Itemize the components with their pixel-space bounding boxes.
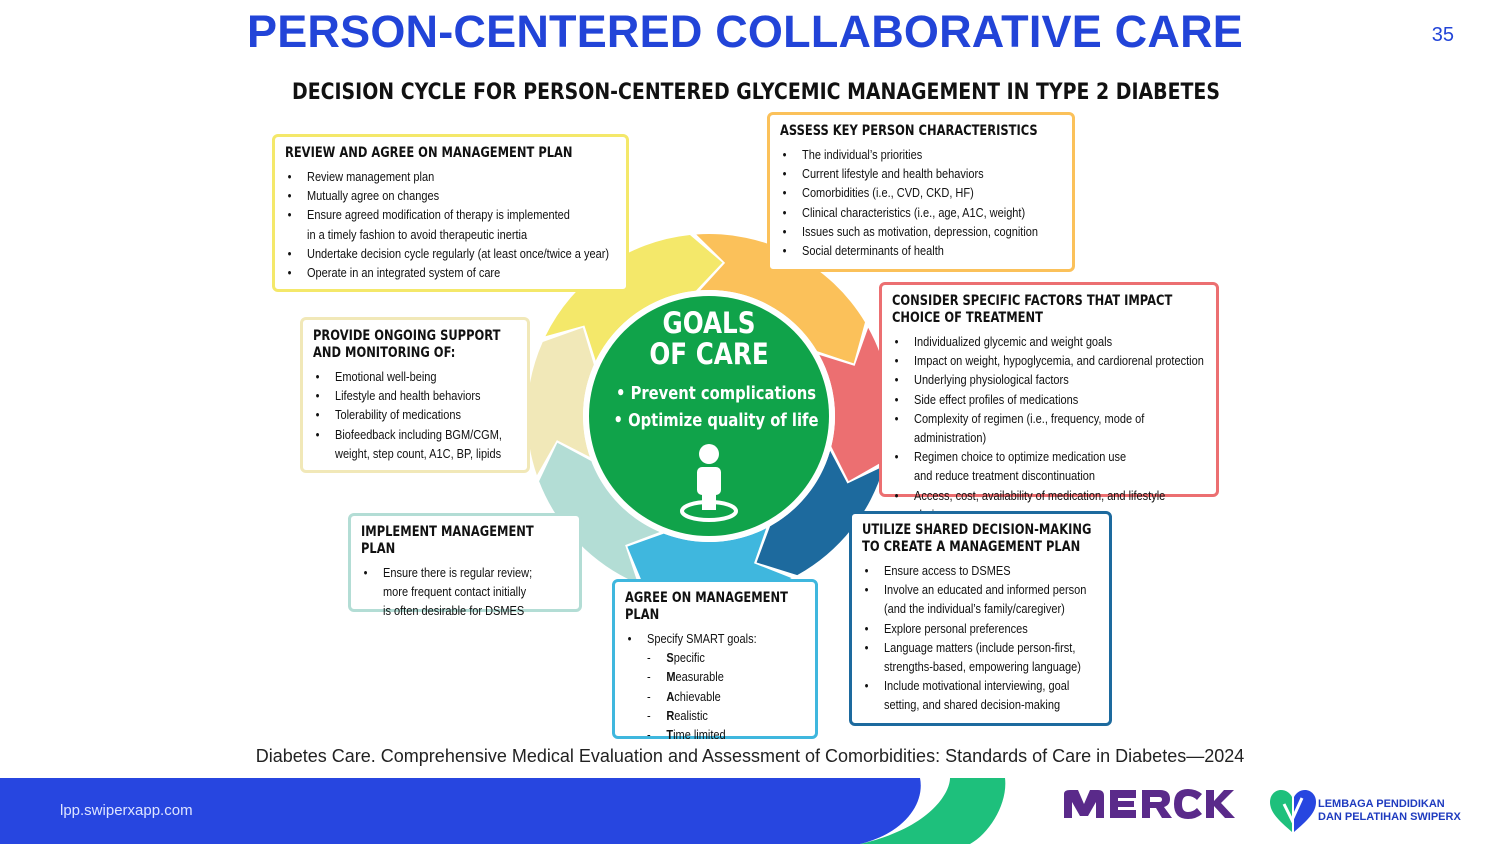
list-item: Side effect profiles of medications [895,391,1204,410]
review-plan-box: REVIEW AND AGREE ON MANAGEMENT PLAN Revi… [272,134,629,292]
list-item: Regimen choice to optimize medication us… [895,448,1204,467]
shared-decision-heading: UTILIZE SHARED DECISION-MAKING TO CREATE… [862,522,1092,555]
list-item-text: is often desirable for DSMES [383,604,525,619]
goals-circle [589,296,829,536]
review-plan-heading: REVIEW AND AGREE ON MANAGEMENT PLAN [285,145,573,161]
smart-goal-item: Specific [647,649,823,668]
list-item: Individualized glycemic and weight goals [895,333,1204,352]
ring-segment-support [527,327,594,476]
smart-goal-item: Time limited [647,726,823,745]
list-item: Specify SMART goals: [628,630,804,649]
list-item-continuation: setting, and shared decision-making [884,696,1098,715]
list-item: Ensure access to DSMES [865,562,1098,581]
citation-caption: Diabetes Care. Comprehensive Medical Eva… [255,746,1245,766]
smart-goal-item: Measurable [647,668,823,687]
goals-title-line1: GOALS [662,307,755,340]
list-item-continuation: weight, step count, A1C, BP, lipids [335,445,516,464]
list-item: Complexity of regimen (i.e., frequency, … [895,410,1204,448]
list-item-continuation: and reduce treatment discontinuation [914,467,1204,486]
list-item: Undertake decision cycle regularly (at l… [288,245,614,264]
list-item-continuation: in a timely fashion to avoid therapeutic… [307,226,614,245]
list-item-text: more frequent contact initially [383,585,527,600]
list-item: Issues such as motivation, depression, c… [783,223,1061,242]
assess-characteristics-heading: ASSESS KEY PERSON CHARACTERISTICS [780,123,1038,139]
list-item: Ensure there is regular review; [364,564,568,583]
list-item-text: setting, and shared decision-making [884,698,1061,713]
list-item: Social determinants of health [783,242,1061,261]
goal-optimize-quality: • Optimize quality of life [614,410,819,431]
list-item-text: and reduce treatment discontinuation [914,469,1096,484]
implement-plan-box: IMPLEMENT MANAGEMENT PLAN Ensure there i… [348,513,582,618]
lpp-logo-text: LEMBAGA PENDIDIKAN DAN PELATIHAN SWIPERX [1318,798,1461,824]
merck-logo-icon [1064,789,1235,819]
list-item: Biofeedback including BGM/CGM, [316,426,516,445]
list-item: Tolerability of medications [316,406,516,425]
list-item: Emotional well-being [316,368,516,387]
smart-goal-item: Achievable [647,688,823,707]
list-item: Review management plan [288,168,614,187]
assess-characteristics-box: ASSESS KEY PERSON CHARACTERISTICS The in… [767,112,1075,272]
list-item: Involve an educated and informed person [865,581,1098,600]
smart-word: easurable [675,670,724,685]
lpp-line2: DAN PELATIHAN SWIPERX [1318,811,1461,823]
smart-word: chievable [674,689,721,704]
list-item: Clinical characteristics (i.e., age, A1C… [783,204,1061,223]
list-item: Impact on weight, hypoglycemia, and card… [895,352,1204,371]
diagram-subtitle: DECISION CYCLE FOR PERSON-CENTERED GLYCE… [292,80,1220,105]
lpp-line1: LEMBAGA PENDIDIKAN [1318,798,1445,810]
list-item-text: (and the individual’s family/caregiver) [884,602,1065,617]
agree-plan-heading: AGREE ON MANAGEMENT PLAN [625,590,788,623]
footer-green-swoosh [860,778,1006,844]
ring-segment-utilize [756,450,884,576]
list-item-text: in a timely fashion to avoid therapeutic… [307,227,528,242]
list-item: Explore personal preferences [865,620,1098,639]
merck-logo [1060,786,1240,832]
ring-segment-implement [539,442,660,584]
smart-word: pecific [673,651,705,666]
list-item: Current lifestyle and health behaviors [783,165,1061,184]
list-item: Lifestyle and health behaviors [316,387,516,406]
footer-bar [0,778,1006,844]
footer-blue-band [0,778,921,844]
shared-decision-box: UTILIZE SHARED DECISION-MAKING TO CREATE… [849,511,1112,726]
list-item-continuation: is often desirable for DSMES [383,602,568,621]
list-item-continuation: (and the individual’s family/caregiver) [884,600,1098,619]
ring-segment-consider [819,327,891,482]
smart-goal-item: Realistic [647,707,823,726]
smart-letter: S [666,651,674,666]
implement-plan-heading: IMPLEMENT MANAGEMENT PLAN [361,524,534,557]
ongoing-support-box: PROVIDE ONGOING SUPPORT AND MONITORING O… [300,317,530,473]
ring-segment-review [545,234,723,361]
smart-letter: R [666,708,675,723]
list-item: Operate in an integrated system of care [288,264,614,283]
agree-plan-box: AGREE ON MANAGEMENT PLAN Specify SMART g… [612,579,818,745]
page-title: PERSON-CENTERED COLLABORATIVE CARE [246,6,1243,57]
goals-title-line2: OF CARE [649,338,768,371]
consider-factors-box: CONSIDER SPECIFIC FACTORS THAT IMPACT CH… [879,282,1219,522]
smart-letter: A [666,689,675,704]
list-item: Include motivational interviewing, goal [865,677,1098,696]
person-icon [680,444,738,522]
goal-prevent-complications: • Prevent complications [616,383,816,404]
ongoing-support-heading: PROVIDE ONGOING SUPPORT AND MONITORING O… [313,328,501,361]
smart-word: ime limited [673,728,726,743]
list-item: Comorbidities (i.e., CVD, CKD, HF) [783,184,1061,203]
list-item: Mutually agree on changes [288,187,614,206]
smart-letter: M [666,670,676,685]
list-item: The individual’s priorities [783,146,1061,165]
footer-url[interactable]: lpp.swiperxapp.com [60,802,193,819]
list-item-continuation: strengths-based, empowering language) [884,658,1098,677]
list-item-continuation: more frequent contact initially [383,583,568,602]
list-item: Language matters (include person-first, [865,639,1098,658]
smart-letter: T [666,728,674,743]
list-item: Underlying physiological factors [895,371,1204,390]
list-item-text: weight, step count, A1C, BP, lipids [335,446,502,461]
ring-segment-assess [696,234,866,364]
list-item: Ensure agreed modification of therapy is… [288,206,614,225]
consider-factors-heading: CONSIDER SPECIFIC FACTORS THAT IMPACT CH… [892,293,1173,326]
page-number: 35 [1431,24,1454,46]
smart-word: ealistic [674,708,708,723]
lpp-heart-logo-icon [1270,790,1316,832]
list-item-text: strengths-based, empowering language) [884,660,1081,675]
